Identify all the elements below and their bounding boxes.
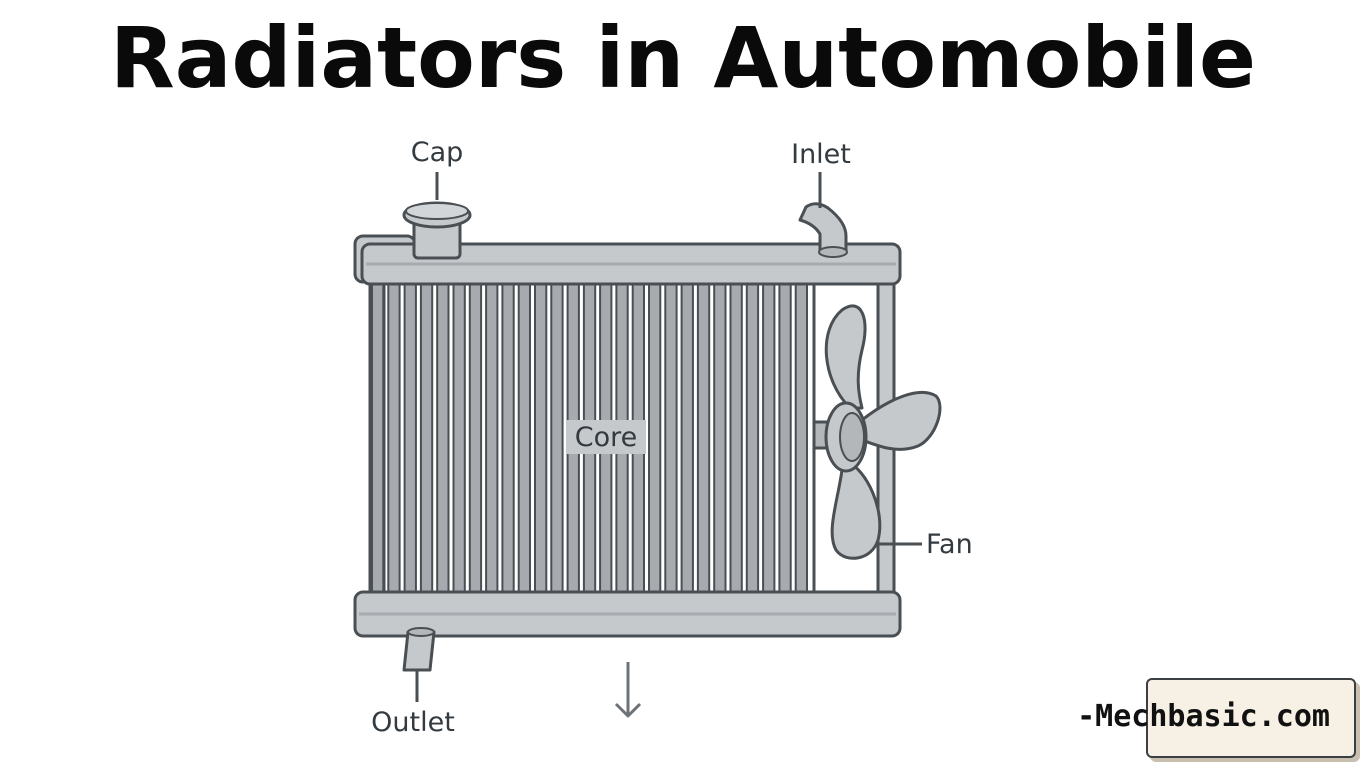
core-tube (745, 281, 760, 601)
outlet-pipe (402, 627, 436, 672)
core-tube (648, 281, 662, 601)
core-tube (664, 281, 678, 601)
core-tube (680, 281, 694, 601)
core-tube (501, 281, 515, 601)
inlet-label: Inlet (791, 139, 851, 170)
core-tube (713, 281, 727, 601)
core-tube (778, 281, 792, 601)
core-tube (387, 281, 401, 601)
core-tube (452, 281, 466, 601)
core-tube (468, 281, 483, 601)
core-tube (696, 281, 711, 601)
core-tube (517, 281, 532, 601)
inlet-pipe (798, 202, 848, 258)
radiator-cap (402, 201, 472, 260)
core-tube (403, 281, 417, 601)
watermark-box (1146, 678, 1356, 758)
core-tube (485, 281, 499, 601)
down-arrow-icon (614, 662, 642, 718)
core-tube (419, 281, 434, 601)
fan-label: Fan (926, 529, 973, 560)
page-title: Radiators in Automobile (110, 9, 1256, 107)
core-tube (371, 281, 385, 601)
cap-label: Cap (411, 137, 464, 168)
core-tube (436, 281, 450, 601)
core-tube (550, 281, 564, 601)
core-label-backdrop (566, 420, 646, 454)
outlet-label: Outlet (371, 707, 455, 738)
core-tube (762, 281, 776, 601)
core-tube (534, 281, 548, 601)
watermark: -Mechbasic.com (1077, 699, 1330, 734)
fan (812, 304, 942, 560)
core-label: Core (575, 422, 638, 453)
core-tube (729, 281, 743, 601)
core-tube (794, 281, 809, 601)
